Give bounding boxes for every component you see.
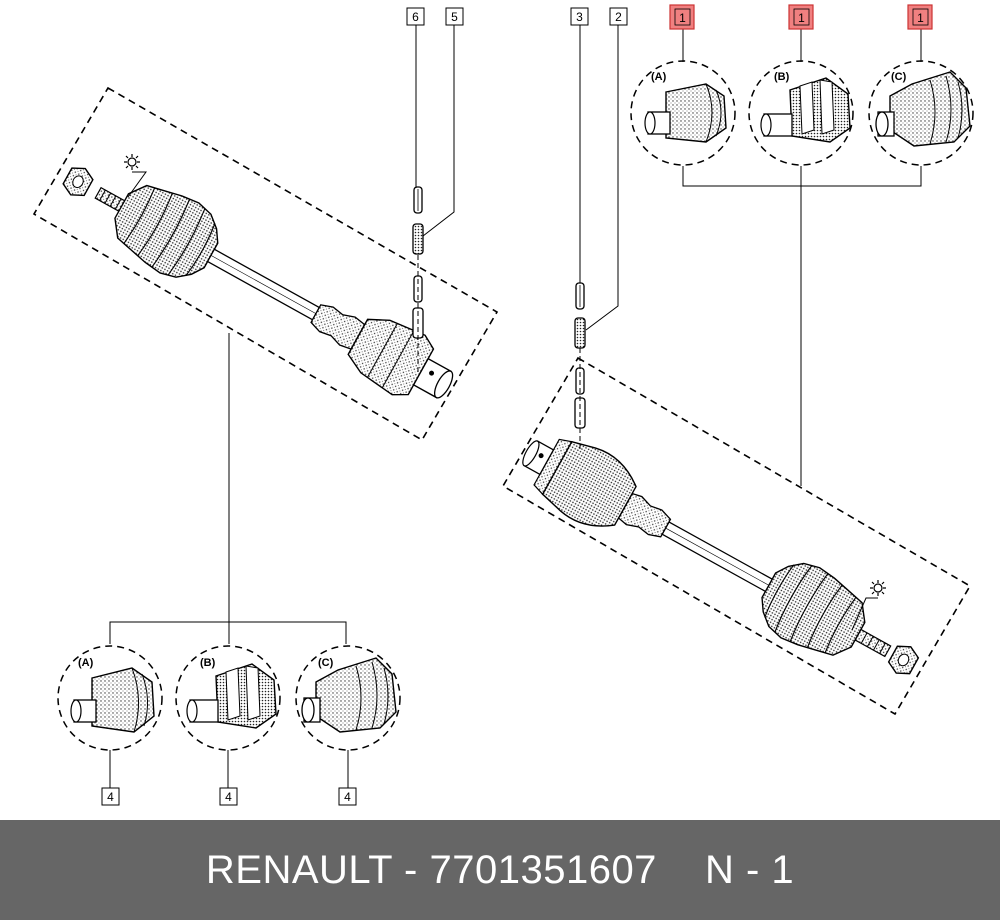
separator: - <box>404 848 418 892</box>
callout-6: 6 <box>406 7 425 26</box>
svg-text:2: 2 <box>615 10 622 24</box>
svg-text:1: 1 <box>679 11 686 25</box>
svg-text:4: 4 <box>225 790 232 804</box>
variant-label: (B) <box>774 71 790 83</box>
svg-text:1: 1 <box>917 11 924 25</box>
callout-5: 5 <box>445 7 464 26</box>
part-number: 7701351607 <box>429 848 657 892</box>
bottom-joint-variant-b: (B) <box>175 645 281 751</box>
footer-caption: RENAULT - 7701351607 N - 1 <box>0 820 1000 920</box>
left-nut <box>62 167 94 197</box>
svg-text:4: 4 <box>344 790 351 804</box>
callout-4-variant-b: 4 <box>219 787 238 806</box>
svg-text:6: 6 <box>412 10 419 24</box>
top-joint-variant-b: (B) <box>748 60 854 166</box>
leader-lines <box>109 25 922 788</box>
callout-labels: 6 5 3 2 1 1 1 4 4 4 <box>101 4 933 806</box>
variant-label: (A) <box>651 71 667 83</box>
callout-1-variant-a-highlighted: 1 <box>669 4 695 30</box>
brand-name: RENAULT <box>205 848 393 892</box>
top-variant-joints: (A) (B) (C) <box>630 60 974 166</box>
diagram-code: N - 1 <box>704 848 795 892</box>
variant-label: (C) <box>318 657 334 669</box>
part-number-footer: RENAULT - 7701351607 N - 1 <box>0 820 1000 920</box>
callout-2: 2 <box>609 7 628 26</box>
top-joint-variant-a: (A) <box>630 60 736 166</box>
right-shaft-dashed-frame <box>501 356 972 716</box>
left-roll-pins <box>412 186 424 339</box>
callout-3: 3 <box>570 7 589 26</box>
bottom-joint-variant-a: (A) <box>57 645 163 751</box>
svg-text:4: 4 <box>107 790 114 804</box>
callout-4-variant-a: 4 <box>101 787 120 806</box>
left-shaft-dashed-frame <box>32 86 499 442</box>
sun-torque-icon <box>124 154 140 170</box>
callout-1-variant-b-highlighted: 1 <box>788 4 814 30</box>
bottom-variant-joints: (A) (B) (C) <box>57 645 401 751</box>
top-joint-variant-c: (C) <box>868 60 974 166</box>
svg-text:3: 3 <box>576 10 583 24</box>
svg-text:5: 5 <box>451 10 458 24</box>
callout-4-variant-c: 4 <box>338 787 357 806</box>
callout-1-variant-c-highlighted: 1 <box>907 4 933 30</box>
bottom-joint-variant-c: (C) <box>295 645 401 751</box>
svg-text:1: 1 <box>798 11 805 25</box>
right-nut <box>887 645 920 675</box>
variant-label: (C) <box>891 71 907 83</box>
variant-label: (A) <box>78 657 94 669</box>
sun-torque-icon <box>870 580 886 596</box>
variant-label: (B) <box>200 657 216 669</box>
left-drive-shaft <box>32 86 499 442</box>
drive-shaft-diagram: (A) (B) (C) (A) <box>32 4 974 806</box>
right-drive-shaft <box>501 282 972 716</box>
